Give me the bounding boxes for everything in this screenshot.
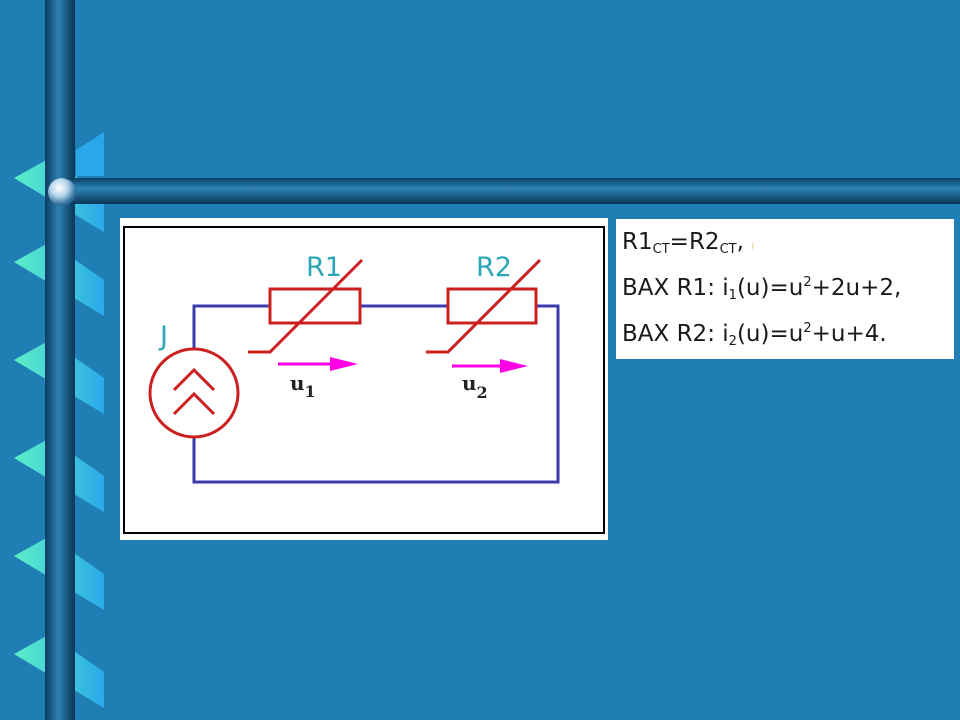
f1-a: R1: [622, 229, 653, 255]
formula-panel: R1CT=R2CT, ı BAX R1: i1(u)=u2+2u+2, BAX …: [616, 219, 954, 359]
formula-iv-r1: BAX R1: i1(u)=u2+2u+2,: [622, 265, 954, 311]
f1-tail: ,: [736, 229, 744, 255]
label-u2: u2: [462, 371, 488, 402]
f2-i-sub: 1: [728, 288, 737, 303]
voltage-arrow-u1: [278, 357, 358, 371]
f3-i-sub: 2: [728, 334, 737, 349]
f1-eq: =: [669, 229, 689, 255]
f1-b: R2: [688, 229, 720, 255]
current-source-j: [148, 347, 240, 439]
bar-joint-knob: [48, 178, 76, 206]
f1-b-sub: CT: [719, 242, 737, 257]
f3-sup: 2: [803, 321, 812, 336]
f3-rest: +u+4.: [811, 321, 887, 347]
f2-rest: +2u+2,: [811, 275, 902, 301]
formula-iv-r2: BAX R2: i2(u)=u2+u+4.: [622, 311, 954, 357]
label-source-j: J: [158, 321, 168, 352]
f2-prefix: BAX R1: i: [622, 275, 729, 301]
vertical-bar: [45, 0, 75, 720]
f3-prefix: BAX R2: i: [622, 321, 729, 347]
label-u1: u1: [290, 371, 316, 401]
f2-sup: 2: [803, 275, 812, 290]
circuit-diagram: R1 R2 J u1 u2: [123, 226, 605, 534]
resistor-r2: [426, 258, 542, 354]
wires: [192, 304, 560, 484]
label-r2: R2: [476, 252, 512, 283]
diagram-frame: [123, 226, 605, 534]
circuit-diagram-panel: R1 R2 J u1 u2: [120, 218, 608, 540]
f3-mid: (u)=u: [736, 321, 804, 347]
voltage-arrow-u2: [452, 359, 528, 373]
formula-static-resistance: R1CT=R2CT, ı: [622, 219, 954, 265]
resistor-r1: [248, 258, 364, 354]
f1-a-sub: CT: [652, 242, 670, 257]
label-r1: R1: [306, 252, 342, 283]
f1-mark: ı: [751, 239, 755, 252]
f2-mid: (u)=u: [736, 275, 804, 301]
horizontal-bar: [60, 178, 960, 204]
